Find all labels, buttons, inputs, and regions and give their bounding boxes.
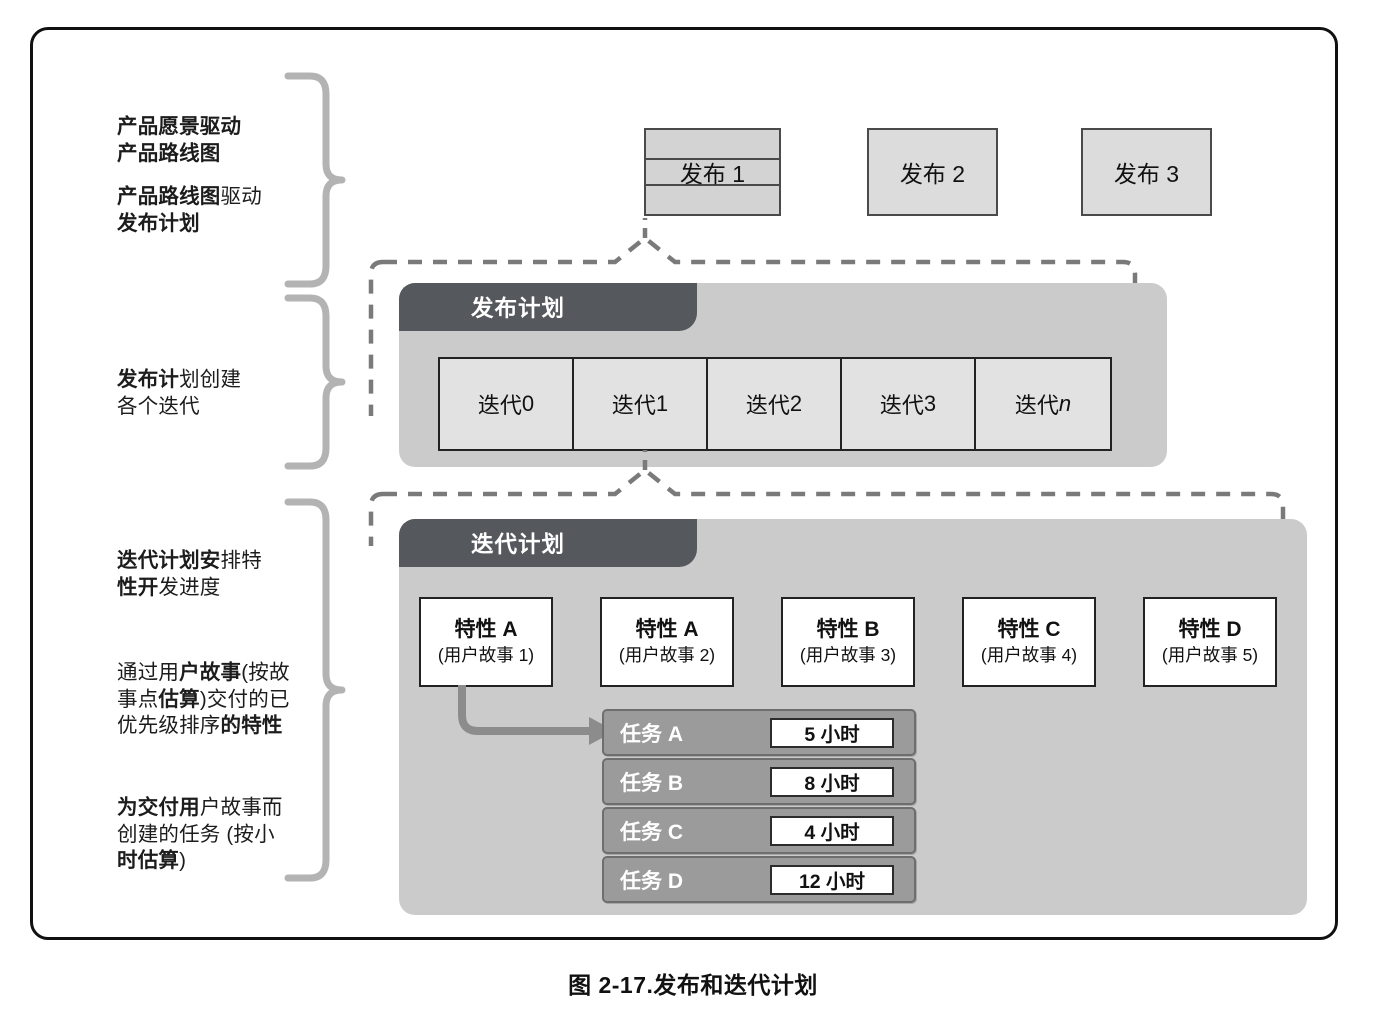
- brace-middle: [284, 294, 346, 470]
- feature-name: 特性 C: [997, 617, 1061, 641]
- release-box-2[interactable]: 发布 2: [867, 128, 998, 216]
- feature-card-2[interactable]: 特性 A (用户故事 2): [600, 597, 734, 687]
- iteration-label: 迭代: [477, 393, 522, 418]
- ann-text: 产品愿景驱动: [117, 115, 242, 138]
- ann-text: 发进度: [158, 575, 221, 599]
- iteration-id: 2: [789, 391, 803, 416]
- iteration-box-2[interactable]: 迭代 2: [708, 359, 842, 449]
- release-band-top: [646, 130, 779, 158]
- task-row[interactable]: 任务 D 12 小时: [602, 856, 916, 903]
- iteration-label: 迭代: [611, 393, 656, 418]
- ann-text: 优先级排序: [117, 714, 221, 738]
- task-hours: 4 小时: [770, 815, 894, 846]
- release-box-3[interactable]: 发布 3: [1081, 128, 1212, 216]
- release-label-1: 发布 1: [646, 158, 779, 187]
- iteration-plan-title: 迭代计划: [399, 519, 697, 567]
- task-hours: 5 小时: [770, 717, 894, 748]
- task-hours: 8 小时: [770, 766, 894, 797]
- ann-text: 各个迭代: [117, 394, 200, 418]
- ann-text: 性开: [117, 575, 159, 599]
- iteration-box-n[interactable]: 迭代 n: [976, 359, 1110, 449]
- feature-name: 特性 D: [1178, 617, 1242, 641]
- feature-story: (用户故事 1): [437, 645, 535, 666]
- task-hours: 12 小时: [770, 864, 894, 895]
- iteration-label: 迭代: [745, 393, 790, 418]
- annotation-vision-drives-roadmap: 产品愿景驱动 产品路线图 产品路线图驱动 发布计划: [117, 114, 332, 238]
- figure-frame: 产品愿景驱动 产品路线图 产品路线图驱动 发布计划 发布计划创建 各个迭代 迭代…: [30, 27, 1338, 940]
- feature-story: (用户故事 5): [1161, 645, 1259, 666]
- ann-text: 估算: [158, 687, 200, 711]
- ann-text: 户故事而: [199, 796, 283, 819]
- task-name: 任务 B: [620, 771, 683, 795]
- iteration-id: n: [1058, 391, 1072, 416]
- annotation-tasks-for-stories: 为交付用户故事而 创建的任务 (按小 时估算): [117, 795, 327, 875]
- task-row[interactable]: 任务 C 4 小时: [602, 807, 916, 854]
- ann-text: 时估算: [117, 849, 180, 873]
- iteration-label: 迭代: [879, 393, 924, 418]
- feature-card-5[interactable]: 特性 D (用户故事 5): [1143, 597, 1277, 687]
- ann-text: 户故事: [179, 661, 242, 684]
- task-name: 任务 C: [620, 820, 683, 844]
- iteration-label: 迭代: [1014, 393, 1059, 418]
- ann-text: 的特性: [220, 714, 283, 738]
- iteration-id: 0: [521, 391, 535, 416]
- annotation-release-plan-creates-iterations: 发布计划创建 各个迭代: [117, 367, 332, 420]
- ann-text: 产品路线图: [117, 185, 221, 209]
- ann-text: 发布计: [117, 368, 180, 391]
- ann-text: ): [179, 849, 187, 873]
- ann-text: 划创建: [179, 368, 242, 391]
- iteration-box-1[interactable]: 迭代 1: [574, 359, 708, 449]
- feature-name: 特性 A: [454, 617, 518, 641]
- task-row[interactable]: 任务 B 8 小时: [602, 758, 916, 805]
- ann-text: 为交付用: [117, 796, 200, 819]
- release-box-1[interactable]: 发布 1: [644, 128, 781, 216]
- feature-name: 特性 A: [635, 617, 699, 641]
- ann-text: (按故: [241, 661, 290, 684]
- feature-card-1[interactable]: 特性 A (用户故事 1): [419, 597, 553, 687]
- ann-text: 迭代计划安: [117, 549, 221, 572]
- annotation-iteration-plan-schedules-features: 迭代计划安排特 性开发进度: [117, 548, 332, 601]
- feature-card-3[interactable]: 特性 B (用户故事 3): [781, 597, 915, 687]
- figure-caption: 图 2-17.发布和迭代计划: [568, 972, 818, 998]
- ann-text: 发布计划: [117, 211, 200, 235]
- iteration-id: 1: [655, 391, 669, 416]
- release-plan-title: 发布计划: [399, 283, 697, 331]
- feature-story: (用户故事 4): [980, 645, 1078, 666]
- feature-story: (用户故事 2): [618, 645, 716, 666]
- release-band-bottom: [646, 186, 779, 214]
- task-name: 任务 D: [620, 869, 683, 893]
- ann-text: 排特: [220, 549, 262, 572]
- ann-text: 创建的任务 (按小: [117, 822, 275, 846]
- task-list: 任务 A 5 小时 任务 B 8 小时 任务 C 4 小时 任务 D 12 小时: [602, 709, 916, 905]
- ann-text: 驱动: [220, 185, 262, 209]
- iteration-id: 3: [923, 391, 937, 416]
- feature-to-task-arrow: [458, 685, 615, 745]
- brace-bottom: [284, 498, 346, 882]
- release-plan-panel: 发布计划 迭代 0 迭代 1 迭代 2 迭代 3 迭代 n: [399, 283, 1167, 467]
- iteration-box-3[interactable]: 迭代 3: [842, 359, 976, 449]
- ann-text: 通过用: [117, 661, 180, 684]
- feature-card-4[interactable]: 特性 C (用户故事 4): [962, 597, 1096, 687]
- feature-name: 特性 B: [816, 617, 880, 641]
- iteration-row: 迭代 0 迭代 1 迭代 2 迭代 3 迭代 n: [438, 357, 1112, 451]
- ann-text: 事点: [117, 687, 159, 711]
- iteration-box-0[interactable]: 迭代 0: [440, 359, 574, 449]
- feature-story: (用户故事 3): [799, 645, 897, 666]
- task-row[interactable]: 任务 A 5 小时: [602, 709, 916, 756]
- task-name: 任务 A: [620, 722, 683, 746]
- brace-top: [284, 72, 346, 288]
- annotation-prioritized-features: 通过用户故事(按故 事点估算)交付的已 优先级排序的特性: [117, 660, 327, 740]
- iteration-plan-panel: 迭代计划 特性 A (用户故事 1) 特性 A (用户故事 2) 特性 B (用…: [399, 519, 1307, 915]
- ann-text: )交付的已: [199, 687, 290, 711]
- ann-text: 产品路线图: [117, 141, 221, 165]
